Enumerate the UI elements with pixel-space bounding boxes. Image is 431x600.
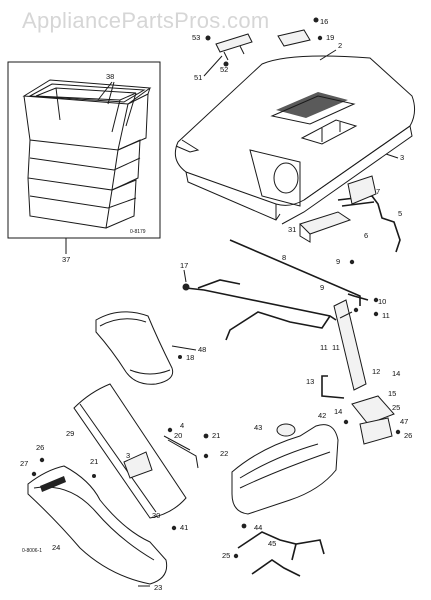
callout-41: 41 [180, 523, 188, 532]
callout-14: 14 [392, 369, 400, 378]
frame-tube-lower [185, 287, 337, 321]
callout-13: 13 [306, 377, 314, 386]
rear-support [333, 293, 379, 391]
callout-18: 18 [186, 353, 194, 362]
callout-20: 20 [174, 431, 182, 440]
callout-26b: 26 [36, 443, 44, 452]
callout-14b: 14 [334, 407, 342, 416]
callout-29: 29 [66, 429, 74, 438]
callout-37: 37 [62, 255, 70, 264]
callout-38: 38 [106, 72, 114, 81]
bag-frame [299, 175, 401, 253]
inset-code: 0-8179 [130, 229, 146, 235]
callout-3b: 3 [126, 451, 130, 460]
callout-24: 24 [52, 543, 60, 552]
callout-19: 19 [326, 33, 334, 42]
callout-31: 31 [288, 225, 296, 234]
callout-27: 27 [20, 459, 28, 468]
callout-2: 2 [338, 41, 342, 50]
callout-43: 43 [254, 423, 262, 432]
callout-21: 21 [212, 431, 220, 440]
callout-30: 30 [152, 511, 160, 520]
chute-hardware [163, 427, 209, 469]
callout-26: 26 [404, 431, 412, 440]
callout-21b: 21 [90, 457, 98, 466]
callout-11c: 11 [332, 343, 340, 352]
callout-48: 48 [198, 345, 206, 354]
callout-25b: 25 [222, 551, 230, 560]
discharge-chute [73, 383, 187, 519]
callout-7: 7 [376, 187, 380, 196]
callout-11b: 11 [320, 343, 328, 352]
callout-6: 6 [364, 231, 368, 240]
chute-elbow [95, 311, 174, 385]
callout-17: 17 [180, 261, 188, 270]
lower-chute [27, 465, 168, 585]
watermark-text: AppliancePartsPros.com [22, 8, 269, 33]
fuel-tank [231, 423, 339, 515]
inset-frame [7, 61, 161, 239]
callout-11: 11 [382, 311, 390, 320]
callout-44: 44 [254, 523, 262, 532]
grass-bag-inset: 38 0-8179 [7, 61, 161, 239]
callout-23: 23 [154, 583, 162, 592]
callout-12: 12 [372, 367, 380, 376]
callout-22: 22 [220, 449, 228, 458]
callout-9b: 9 [320, 283, 324, 292]
callout-9: 9 [336, 257, 340, 266]
hitch-bracket [343, 395, 401, 445]
bag-top-rim [22, 79, 152, 105]
tank-strap [233, 523, 325, 577]
callout-3: 3 [400, 153, 404, 162]
callout-16: 16 [320, 17, 328, 26]
handle-bracket [277, 17, 323, 47]
callout-5: 5 [398, 209, 402, 218]
fuel-cap [276, 423, 296, 437]
callout-42: 42 [318, 411, 326, 420]
cover-grille [276, 92, 348, 118]
callout-51: 51 [194, 73, 202, 82]
callout-25: 25 [392, 403, 400, 412]
callout-4: 4 [180, 421, 184, 430]
callout-52: 52 [220, 65, 228, 74]
deflector-latch [205, 33, 253, 67]
callout-15: 15 [388, 389, 396, 398]
hitch-pin [321, 375, 345, 399]
callout-53: 53 [192, 33, 200, 42]
callout-45: 45 [268, 539, 276, 548]
callout-10: 10 [378, 297, 386, 306]
top-cover [174, 55, 416, 225]
callout-47: 47 [400, 417, 408, 426]
frame-tube-upper [229, 239, 361, 306]
cover-port [273, 162, 299, 194]
callout-8: 8 [282, 253, 286, 262]
cover-outline [174, 55, 416, 206]
figure-code: 0-8006-1 [22, 548, 42, 554]
tube-end-plug [182, 283, 190, 291]
